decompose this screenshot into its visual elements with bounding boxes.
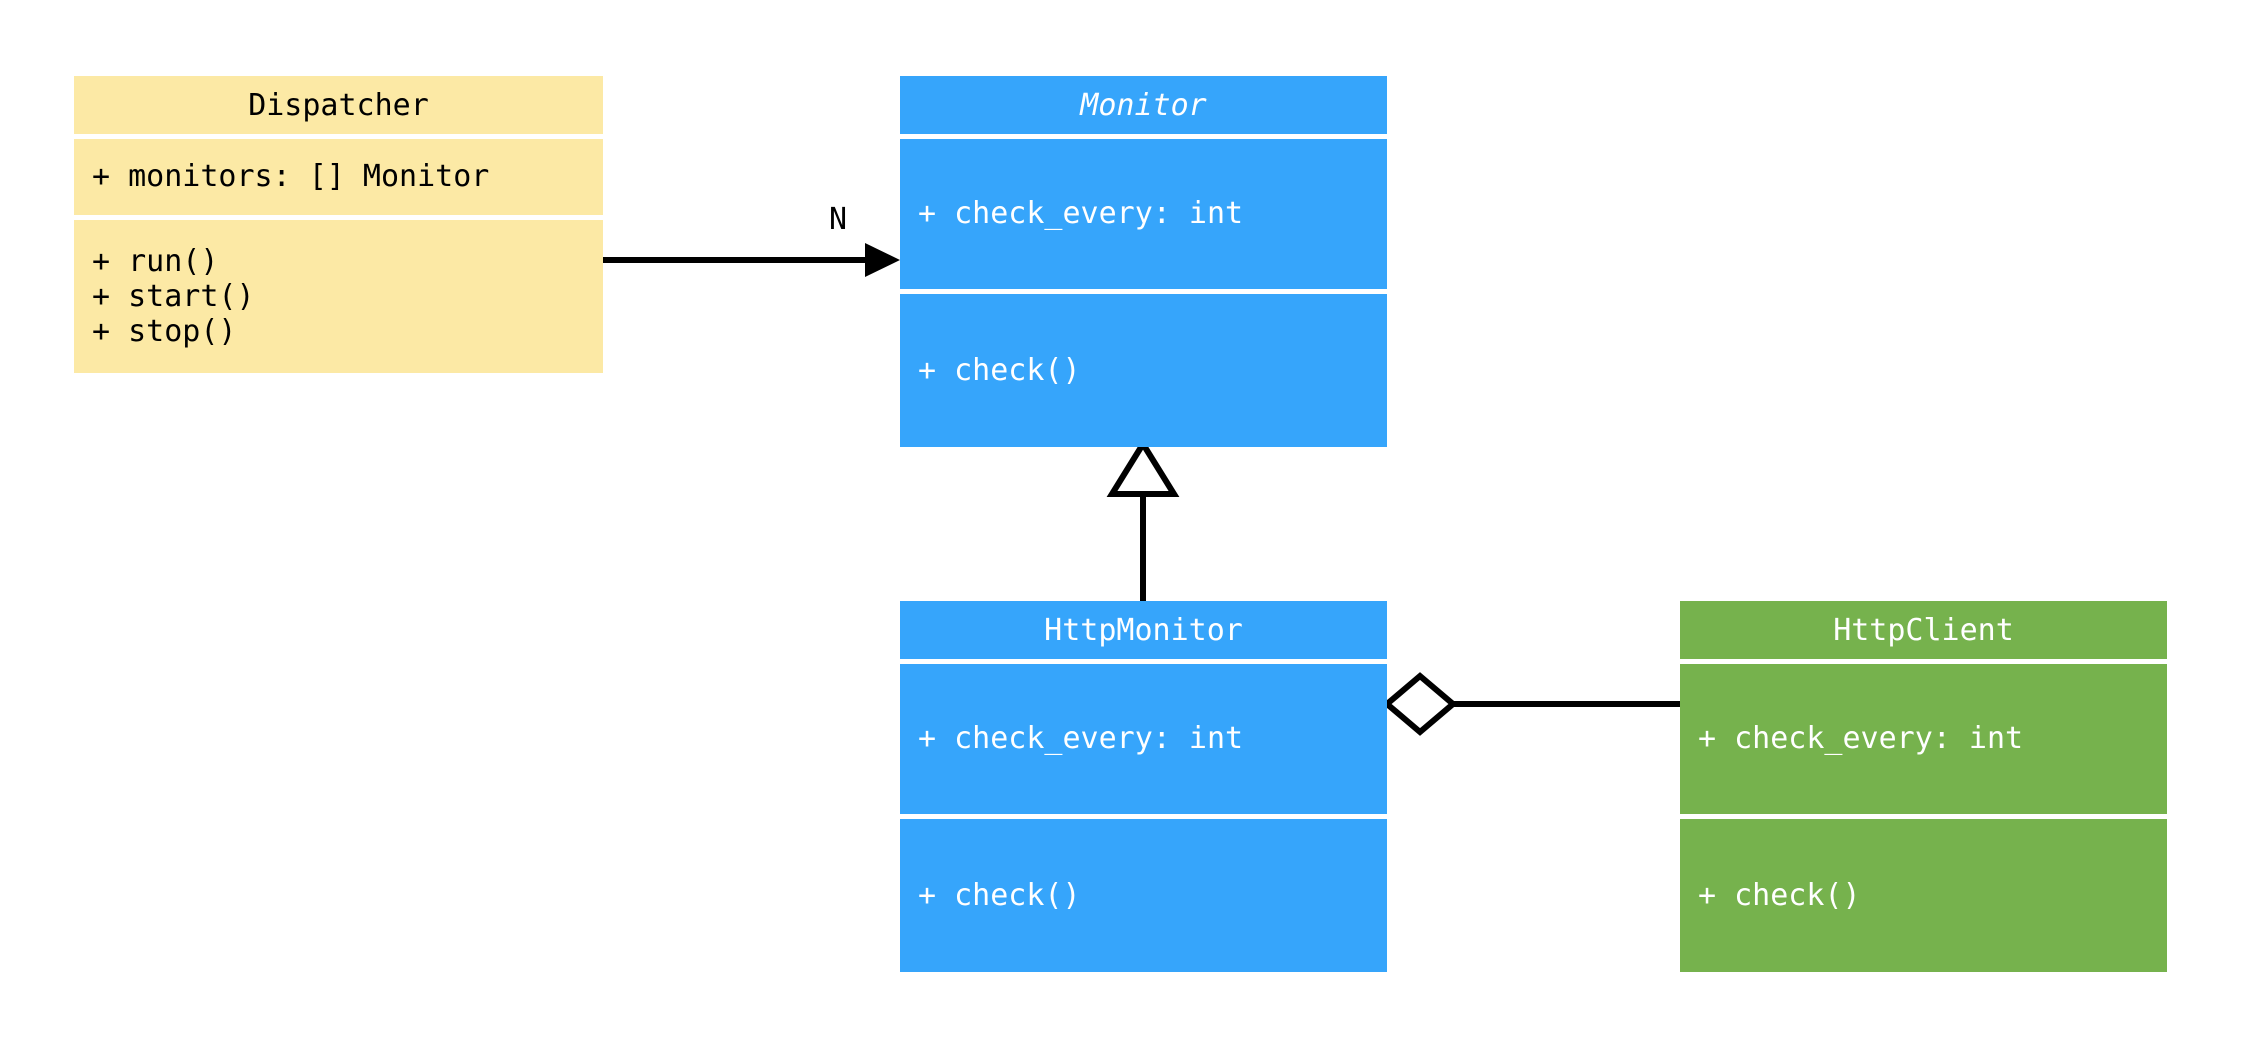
- operation-item: + stop(): [92, 314, 237, 350]
- hollow-diamond-icon: [1382, 672, 1458, 736]
- class-name-label: Monitor: [1080, 87, 1207, 123]
- uml-class-monitor[interactable]: Monitor + check_every: int + check(): [900, 76, 1387, 447]
- attribute-item: + check_every: int: [1698, 721, 2024, 757]
- class-attributes-section: + check_every: int: [900, 664, 1387, 814]
- class-name-label: HttpMonitor: [1044, 612, 1243, 648]
- filled-arrowhead-icon: [865, 243, 900, 277]
- attribute-list: + check_every: int: [1680, 721, 2167, 756]
- attribute-list: + check_every: int: [900, 196, 1387, 231]
- uml-class-dispatcher[interactable]: Dispatcher + monitors: [] Monitor + run(…: [74, 76, 603, 373]
- class-title-section: HttpMonitor: [900, 601, 1387, 659]
- attribute-list: + monitors: [] Monitor: [74, 159, 603, 194]
- operation-list: + check(): [1680, 878, 2167, 913]
- hollow-triangle-icon: [1106, 438, 1180, 497]
- class-operations-section: + check(): [1680, 819, 2167, 972]
- operation-item: + check(): [918, 352, 1081, 388]
- class-title-section: HttpClient: [1680, 601, 2167, 659]
- attribute-list: + check_every: int: [900, 721, 1387, 756]
- operation-item: + start(): [92, 278, 255, 314]
- operation-list: + check(): [900, 878, 1387, 913]
- class-attributes-section: + check_every: int: [1680, 664, 2167, 814]
- operation-item: + check(): [1698, 877, 1861, 913]
- operation-item: + check(): [918, 877, 1081, 913]
- uml-class-httpclient[interactable]: HttpClient + check_every: int + check(): [1680, 601, 2167, 972]
- operation-item: + run(): [92, 243, 219, 279]
- attribute-item: + check_every: int: [918, 196, 1244, 232]
- class-attributes-section: + check_every: int: [900, 139, 1387, 289]
- class-operations-section: + check(): [900, 294, 1387, 447]
- class-attributes-section: + monitors: [] Monitor: [74, 139, 603, 215]
- class-title-section: Monitor: [900, 76, 1387, 134]
- association-dispatcher-to-monitor: [603, 243, 900, 277]
- attribute-item: + monitors: [] Monitor: [92, 159, 490, 195]
- attribute-item: + check_every: int: [918, 721, 1244, 757]
- class-name-label: HttpClient: [1833, 612, 2014, 648]
- class-operations-section: + check(): [900, 819, 1387, 972]
- class-name-label: Dispatcher: [248, 87, 429, 123]
- operation-list: + run() + start() + stop(): [74, 244, 603, 349]
- generalization-httpmonitor-to-monitor: [1106, 438, 1180, 601]
- operation-list: + check(): [900, 353, 1387, 388]
- uml-class-httpmonitor[interactable]: HttpMonitor + check_every: int + check(): [900, 601, 1387, 972]
- class-operations-section: + run() + start() + stop(): [74, 220, 603, 373]
- association-multiplicity-label: N: [829, 202, 848, 237]
- class-title-section: Dispatcher: [74, 76, 603, 134]
- aggregation-httpmonitor-to-httpclient: [1382, 672, 1680, 736]
